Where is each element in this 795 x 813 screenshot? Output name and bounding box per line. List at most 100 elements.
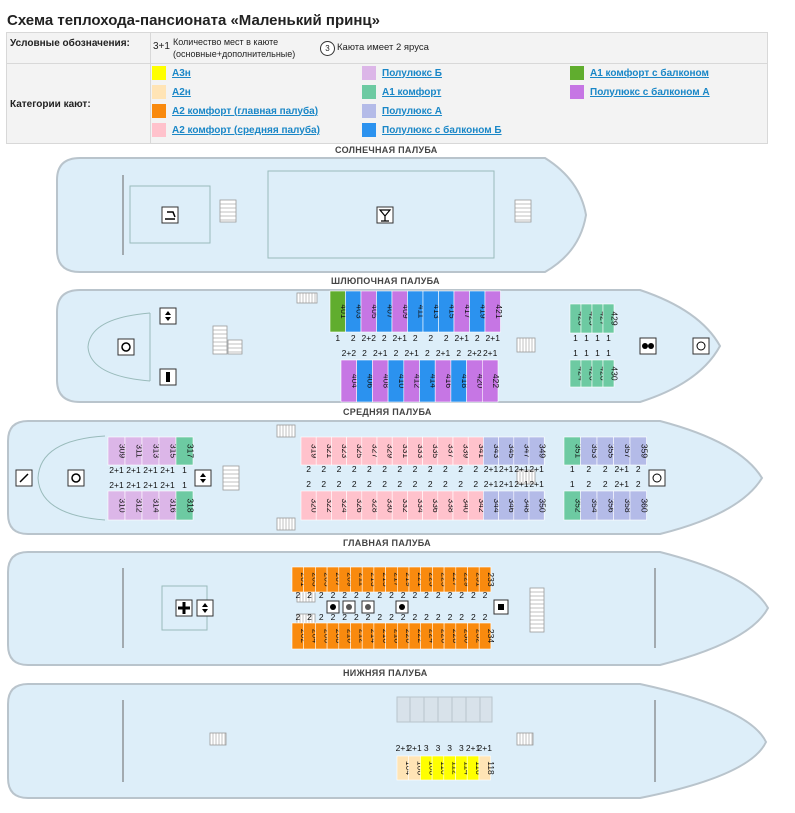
berth-count: 2 bbox=[458, 464, 463, 474]
cabin-number: 313 bbox=[152, 444, 162, 458]
cabin-234[interactable]: 234 bbox=[478, 622, 496, 650]
berth-count: 2 bbox=[331, 612, 336, 622]
berth-count: 2 bbox=[307, 612, 312, 622]
berth-count: 2 bbox=[319, 612, 324, 622]
berth-count: 2+1 bbox=[529, 479, 544, 489]
legend-divider bbox=[150, 33, 151, 143]
tier-desc: Каюта имеет 2 яруса bbox=[337, 42, 429, 53]
berth-count: 1 bbox=[573, 333, 578, 343]
cabin-311[interactable]: 311 bbox=[124, 436, 145, 466]
cabin-331[interactable]: 331 bbox=[391, 436, 411, 466]
cabin-318[interactable]: 318 bbox=[175, 490, 196, 521]
cabin-310[interactable]: 310 bbox=[107, 490, 128, 521]
cabin-429[interactable]: 429 bbox=[602, 303, 620, 334]
cabin-number: 329 bbox=[386, 444, 396, 458]
category-1[interactable]: А2н bbox=[152, 85, 191, 99]
cabin-number: 417 bbox=[463, 304, 473, 318]
berth-count: 2+1 bbox=[160, 480, 175, 490]
cabin-number: 321 bbox=[325, 444, 335, 458]
stairs-icon bbox=[212, 325, 228, 355]
berth-count: 1 bbox=[573, 348, 578, 358]
cabin-number: 312 bbox=[135, 498, 145, 512]
cabin-316[interactable]: 316 bbox=[158, 490, 179, 521]
cabin-359[interactable]: 359 bbox=[629, 436, 649, 466]
cabin-357[interactable]: 357 bbox=[613, 436, 633, 466]
cabin-312[interactable]: 312 bbox=[124, 490, 145, 521]
category-6[interactable]: Полулюкс А bbox=[362, 104, 442, 118]
category-link[interactable]: А3н bbox=[172, 67, 191, 79]
category-3[interactable]: А2 комфорт (средняя палуба) bbox=[152, 123, 320, 137]
bar-icon bbox=[376, 206, 394, 224]
lower-hold bbox=[396, 696, 493, 723]
berth-count: 2 bbox=[352, 479, 357, 489]
berth-count: 2 bbox=[473, 464, 478, 474]
category-5[interactable]: А1 комфорт bbox=[362, 85, 441, 99]
stairs-icon bbox=[516, 337, 536, 353]
category-link[interactable]: А1 комфорт с балконом bbox=[590, 67, 709, 79]
cabin-number: 330 bbox=[386, 498, 396, 512]
cabin-number: 324 bbox=[340, 498, 350, 512]
seats-desc: Количество мест в каюте (основные+дополн… bbox=[173, 36, 295, 60]
berth-count: 2+1 bbox=[143, 480, 158, 490]
category-link[interactable]: Полулюкс с балконом Б bbox=[382, 124, 502, 136]
cabin-422[interactable]: 422 bbox=[481, 359, 501, 403]
cabin-314[interactable]: 314 bbox=[141, 490, 162, 521]
cabin-309[interactable]: 309 bbox=[107, 436, 128, 466]
cabin-430[interactable]: 430 bbox=[602, 359, 620, 388]
cabin-322[interactable]: 322 bbox=[315, 490, 335, 521]
category-link[interactable]: Полулюкс с балконом А bbox=[590, 86, 710, 98]
category-4[interactable]: Полулюкс Б bbox=[362, 66, 442, 80]
cabin-233[interactable]: 233 bbox=[478, 566, 496, 593]
cabin-337[interactable]: 337 bbox=[437, 436, 457, 466]
category-0[interactable]: А3н bbox=[152, 66, 191, 80]
category-8[interactable]: А1 комфорт с балконом bbox=[570, 66, 709, 80]
cabin-360[interactable]: 360 bbox=[629, 490, 649, 521]
category-2[interactable]: А2 комфорт (главная палуба) bbox=[152, 104, 318, 118]
cabin-number: 314 bbox=[152, 498, 162, 512]
berth-count: 2+1 bbox=[126, 480, 141, 490]
cabin-number: 340 bbox=[462, 498, 472, 512]
category-swatch bbox=[570, 85, 584, 99]
mid-aft-arc bbox=[37, 435, 106, 521]
cabin-number: 422 bbox=[491, 374, 501, 388]
category-swatch bbox=[152, 85, 166, 99]
cabin-317[interactable]: 317 bbox=[175, 436, 196, 466]
stairs-icon bbox=[219, 199, 237, 223]
category-link[interactable]: Полулюкс Б bbox=[382, 67, 442, 79]
berth-count: 2 bbox=[366, 590, 371, 600]
cabin-number: 352 bbox=[573, 498, 583, 512]
cabin-421[interactable]: 421 bbox=[484, 290, 504, 333]
cabin-325[interactable]: 325 bbox=[346, 436, 366, 466]
cabin-350[interactable]: 350 bbox=[528, 490, 548, 521]
deck-title-boat: ШЛЮПОЧНАЯ ПАЛУБА bbox=[331, 276, 440, 286]
cabin-404[interactable]: 404 bbox=[340, 359, 360, 403]
category-swatch bbox=[362, 104, 376, 118]
cabin-321[interactable]: 321 bbox=[315, 436, 335, 466]
cabin-349[interactable]: 349 bbox=[528, 436, 548, 466]
cabin-336[interactable]: 336 bbox=[422, 490, 442, 521]
category-link[interactable]: А2 комфорт (главная палуба) bbox=[172, 105, 319, 117]
category-link[interactable]: Полулюкс А bbox=[382, 105, 443, 117]
berth-count: 2 bbox=[636, 479, 641, 489]
berth-count: 1 bbox=[570, 464, 575, 474]
berth-count: 2+1 bbox=[499, 464, 514, 474]
cabin-313[interactable]: 313 bbox=[141, 436, 162, 466]
cabin-333[interactable]: 333 bbox=[407, 436, 426, 466]
berth-count: 2+1 bbox=[109, 465, 124, 475]
berth-count: 2 bbox=[351, 333, 356, 343]
category-7[interactable]: Полулюкс с балконом Б bbox=[362, 123, 502, 137]
cabin-number: 233 bbox=[486, 572, 496, 586]
cabin-342[interactable]: 342 bbox=[467, 490, 487, 521]
category-link[interactable]: А1 комфорт bbox=[382, 86, 442, 98]
lift-icon bbox=[194, 469, 212, 487]
category-link[interactable]: А2 комфорт (средняя палуба) bbox=[172, 124, 320, 136]
category-link[interactable]: А2н bbox=[172, 86, 191, 98]
cabin-118[interactable]: 118 bbox=[478, 755, 496, 781]
cabin-number: 349 bbox=[538, 444, 548, 458]
cabin-417[interactable]: 417 bbox=[453, 290, 473, 333]
cabin-number: 405 bbox=[370, 304, 380, 318]
cabin-315[interactable]: 315 bbox=[158, 436, 179, 466]
category-9[interactable]: Полулюкс с балконом А bbox=[570, 85, 710, 99]
berth-count: 2+1 bbox=[126, 465, 141, 475]
stairs-icon bbox=[516, 469, 536, 485]
